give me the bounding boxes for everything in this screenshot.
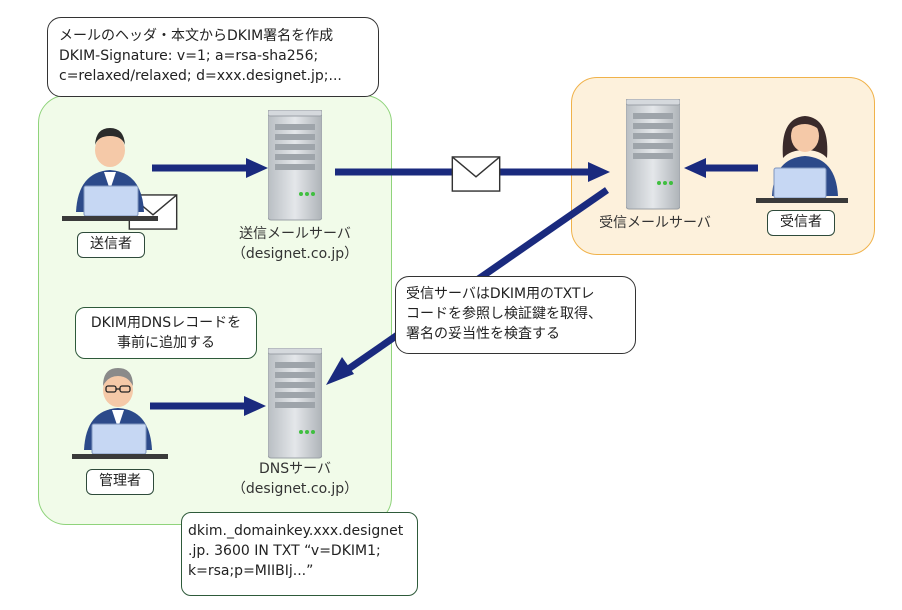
callout-line: DKIM-Signature: v=1; a=rsa-sha256; <box>59 48 319 64</box>
receiver-person-icon <box>756 116 848 203</box>
dkim-sign-callout: メールのヘッダ・本文からDKIM署名を作成 DKIM-Signature: v=… <box>47 17 379 97</box>
server-name: 受信メールサーバ <box>599 215 711 231</box>
callout-line: k=rsa;p=MIIBIj...” <box>188 563 314 579</box>
send-server-caption: 送信メールサーバ （designet.co.jp） <box>225 224 365 264</box>
dns-server-icon <box>268 348 322 459</box>
callout-line: 署名の妥当性を検査する <box>406 326 560 342</box>
receive-server-caption: 受信メールサーバ <box>590 213 720 233</box>
dns-server-caption: DNSサーバ （designet.co.jp） <box>225 459 365 499</box>
callout-line: 受信サーバはDKIM用のTXTレ <box>406 286 595 302</box>
server-domain: （designet.co.jp） <box>231 481 359 497</box>
sender-person-icon <box>62 128 158 221</box>
callout-line: dkim._domainkey.xxx.designet <box>188 523 404 539</box>
add-dns-record-note: DKIM用DNSレコードを 事前に追加する <box>75 307 257 359</box>
callout-line: c=relaxed/relaxed; d=xxx.designet.jp;... <box>59 68 342 84</box>
sender-label: 送信者 <box>77 232 145 258</box>
note-line: 事前に追加する <box>117 335 215 351</box>
callout-line: メールのヘッダ・本文からDKIM署名を作成 <box>59 28 334 44</box>
admin-person-icon <box>72 368 168 459</box>
admin-label: 管理者 <box>86 469 154 495</box>
dns-record-callout: dkim._domainkey.xxx.designet .jp. 3600 I… <box>181 512 418 596</box>
envelope-icon <box>451 156 501 192</box>
callout-line: コードを参照し検証鍵を取得、 <box>406 306 602 322</box>
server-domain: （designet.co.jp） <box>231 246 359 262</box>
server-name: 送信メールサーバ <box>239 226 351 242</box>
send-server-icon <box>268 110 322 221</box>
verify-callout: 受信サーバはDKIM用のTXTレ コードを参照し検証鍵を取得、 署名の妥当性を検… <box>395 276 636 354</box>
receiver-label: 受信者 <box>767 210 835 236</box>
server-name: DNSサーバ <box>259 461 331 477</box>
callout-line: .jp. 3600 IN TXT “v=DKIM1; <box>188 543 381 559</box>
receive-server-icon <box>626 99 680 210</box>
note-line: DKIM用DNSレコードを <box>90 315 242 331</box>
